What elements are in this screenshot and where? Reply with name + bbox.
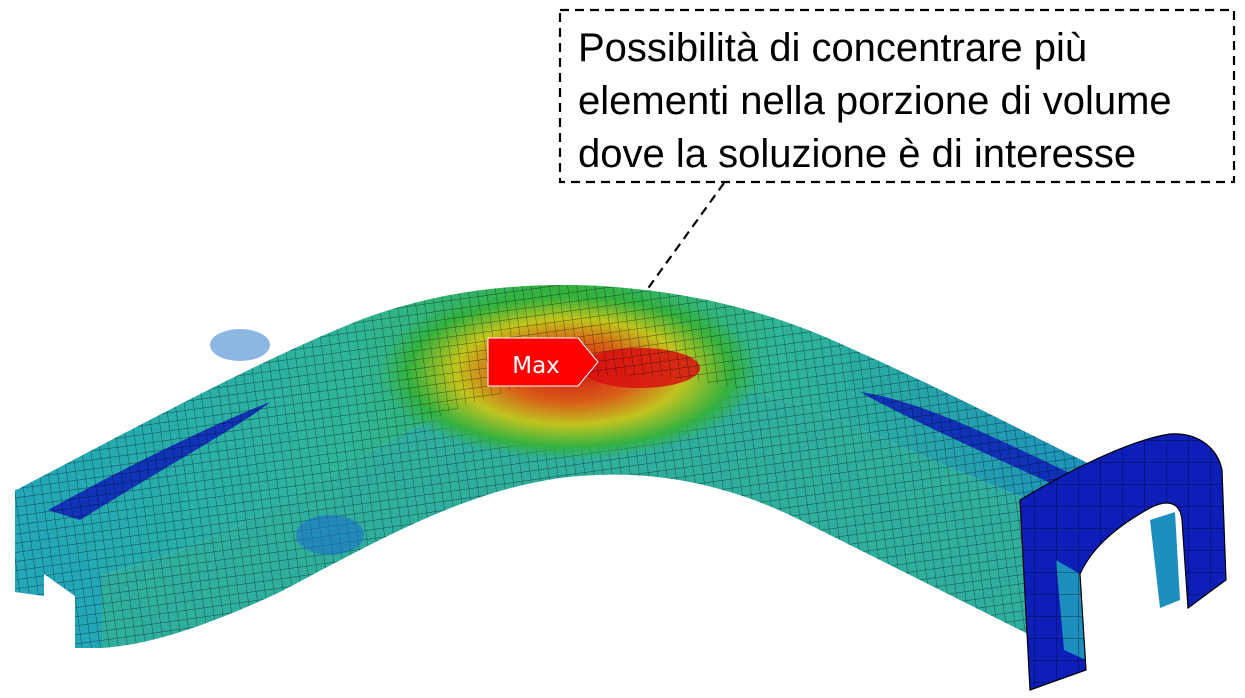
right-end-section xyxy=(1019,433,1227,691)
callout-text: Possibilità di concentrare più elementi … xyxy=(578,22,1218,181)
max-marker xyxy=(487,337,599,387)
max-label: Max xyxy=(512,353,560,379)
callout-line-2: elementi nella porzione di volume xyxy=(578,79,1172,123)
callout-box xyxy=(558,8,1236,184)
callout-line-3: dove la soluzione è di interesse xyxy=(578,132,1137,176)
channel-body xyxy=(20,284,1110,648)
callout-line-1: Possibilità di concentrare più xyxy=(578,26,1088,70)
